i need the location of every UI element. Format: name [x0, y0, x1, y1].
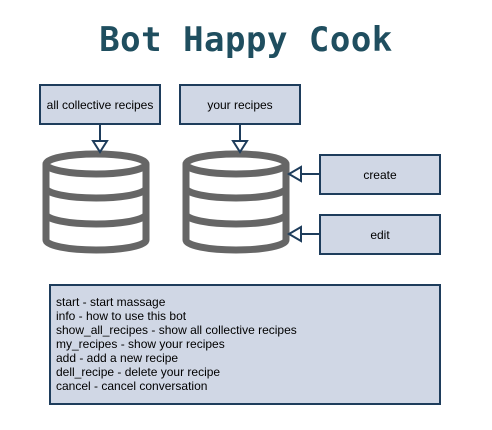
command-item: start - start massage [56, 295, 166, 309]
command-item: show_all_recipes - show all collective r… [56, 323, 297, 337]
edit-box: edit [319, 214, 441, 255]
create-box: create [319, 154, 441, 195]
page-title: Bot Happy Cook [99, 20, 393, 60]
command-item: dell_recipe - delete your recipe [56, 365, 221, 379]
database-icon-all [46, 154, 146, 250]
database-icon-your [186, 154, 286, 250]
edit-label: edit [370, 227, 390, 242]
command-item: my_recipes - show your recipes [56, 337, 225, 351]
arrow-left-icon-edit [287, 225, 319, 243]
create-label: create [363, 167, 397, 182]
command-item: cancel - cancel conversation [56, 379, 208, 393]
arrow-down-icon-your [231, 125, 249, 154]
commands-list: start - start massage info - how to use … [49, 284, 441, 405]
arrow-left-icon-create [287, 165, 319, 183]
command-item: add - add a new recipe [56, 351, 179, 365]
all-collective-recipes-box: all collective recipes [39, 84, 161, 125]
command-item: info - how to use this bot [56, 309, 187, 323]
your-recipes-box: your recipes [179, 84, 301, 125]
arrow-down-icon-all [91, 125, 109, 154]
your-recipes-label: your recipes [207, 97, 273, 112]
all-collective-recipes-label: all collective recipes [46, 97, 154, 112]
